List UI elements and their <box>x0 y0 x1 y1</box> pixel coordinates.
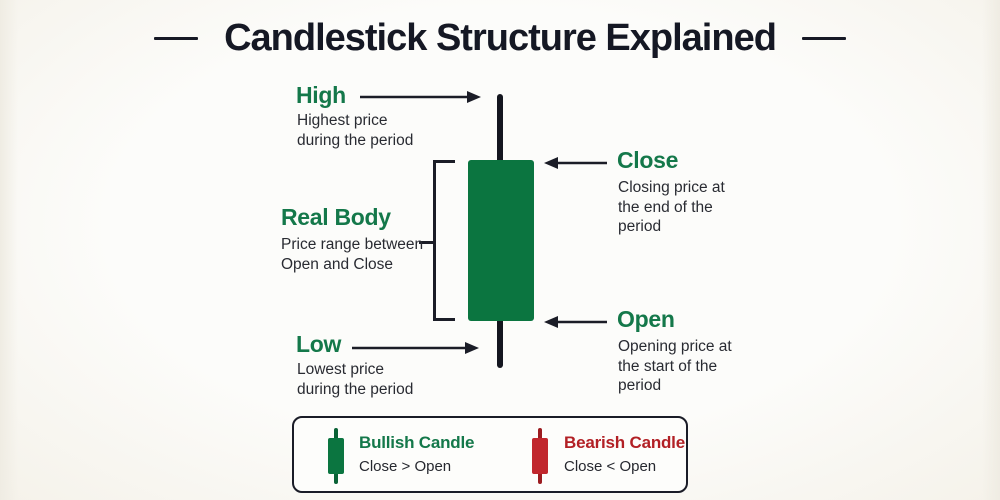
title-row: Candlestick Structure Explained <box>0 14 1000 62</box>
open-description: Opening price at the start of the period <box>618 338 732 395</box>
candle-body <box>468 160 534 321</box>
real-body-bracket-mid-tick <box>419 241 433 244</box>
close-description: Closing price at the end of the period <box>618 179 725 236</box>
title-dash-right <box>801 36 846 40</box>
bearish-legend-entry: Bearish Candle Close < Open <box>564 433 685 475</box>
bearish-candle-icon <box>530 428 550 484</box>
bullish-legend-entry: Bullish Candle Close > Open <box>359 433 474 475</box>
real-body-bracket-bottom-tick <box>433 318 455 321</box>
bearish-condition: Close < Open <box>564 458 657 475</box>
low-description: Lowest price during the period <box>297 361 414 398</box>
bullish-candle-icon <box>326 428 346 484</box>
real-body-bracket <box>433 160 436 320</box>
bullish-label: Bullish Candle <box>359 433 475 452</box>
bearish-label: Bearish Candle <box>564 433 685 452</box>
open-arrow-icon <box>544 316 607 328</box>
title-dash-left <box>154 36 199 40</box>
low-arrow-icon <box>352 342 479 354</box>
low-label: Low <box>296 331 342 357</box>
legend: Bullish Candle Close > Open Bearish Cand… <box>292 416 688 493</box>
page-title: Candlestick Structure Explained <box>224 16 777 59</box>
high-arrow-icon <box>360 91 481 103</box>
real-body-description: Price range between Open and Close <box>281 236 424 273</box>
close-arrow-icon <box>544 157 607 169</box>
close-label: Close <box>617 147 679 173</box>
open-label: Open <box>617 306 675 332</box>
real-body-bracket-top-tick <box>433 160 455 163</box>
high-label: High <box>296 82 346 108</box>
high-description: Highest price during the period <box>297 112 414 149</box>
bullish-condition: Close > Open <box>359 458 452 475</box>
real-body-label: Real Body <box>281 204 391 230</box>
